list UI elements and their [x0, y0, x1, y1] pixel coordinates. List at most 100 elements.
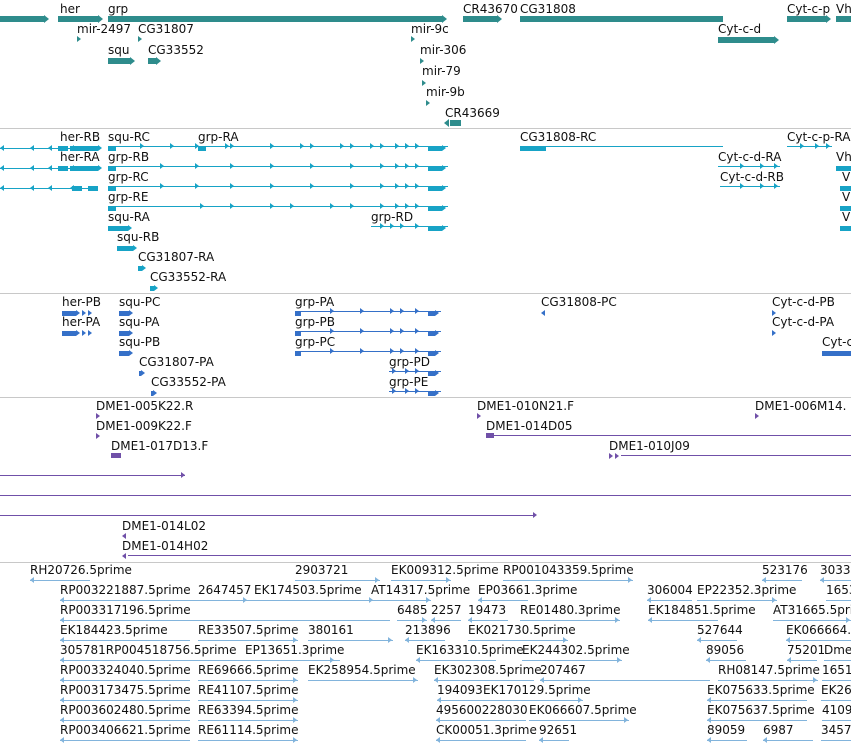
est-line[interactable]: [397, 620, 427, 621]
est-line[interactable]: [60, 600, 260, 601]
est-label[interactable]: 527644: [697, 623, 743, 637]
feature-label[interactable]: Cyt-c-d-RA: [718, 150, 782, 164]
est-label[interactable]: EK163310.5prime: [416, 643, 524, 657]
est-label[interactable]: EK075637.5prime: [707, 703, 815, 717]
est-line[interactable]: [416, 660, 496, 661]
est-label[interactable]: EK066607.5prime: [529, 703, 637, 717]
exon-block[interactable]: [836, 166, 851, 171]
est-label[interactable]: 89059: [707, 723, 746, 737]
est-line[interactable]: [405, 640, 445, 641]
feature-label[interactable]: grp-RE: [108, 190, 149, 204]
clone-line[interactable]: [0, 475, 185, 476]
est-label[interactable]: 89056: [706, 643, 745, 657]
exon-block[interactable]: [72, 186, 82, 191]
feature-label[interactable]: DME1-014D05: [486, 419, 573, 433]
est-line[interactable]: [786, 640, 851, 641]
est-line[interactable]: [434, 680, 534, 681]
gene-label[interactable]: mir-9c: [411, 22, 449, 36]
est-label[interactable]: RP001043359.5prime: [503, 563, 634, 577]
est-line[interactable]: [503, 580, 633, 581]
est-line[interactable]: [30, 580, 90, 581]
transcript-line[interactable]: [116, 166, 448, 167]
gene-label[interactable]: Cyt-c-d: [718, 22, 762, 36]
est-line[interactable]: [60, 620, 390, 621]
est-line[interactable]: [697, 600, 777, 601]
est-line[interactable]: [60, 720, 190, 721]
protein-line[interactable]: [301, 351, 441, 352]
clone-line[interactable]: [0, 515, 535, 516]
est-label[interactable]: 194093: [437, 683, 483, 697]
est-label[interactable]: EK170129.5prime: [483, 683, 591, 697]
clone-line[interactable]: [621, 455, 851, 456]
est-label[interactable]: RE61114.5prime: [198, 723, 299, 737]
feature-label[interactable]: CG31807-RA: [138, 250, 215, 264]
est-label[interactable]: 4109: [822, 703, 851, 717]
transcript-line[interactable]: [116, 186, 448, 187]
est-line[interactable]: [647, 600, 692, 601]
est-label[interactable]: RE69666.5prime: [198, 663, 299, 677]
exon-block[interactable]: [840, 206, 851, 211]
feature-label[interactable]: her-RA: [60, 150, 100, 164]
exon-block[interactable]: [119, 351, 129, 356]
clone-line[interactable]: [494, 435, 851, 436]
feature-label[interactable]: grp-RC: [108, 170, 149, 184]
exon-block[interactable]: [520, 146, 546, 151]
est-label[interactable]: 305781RP004518756.5prime: [60, 643, 237, 657]
est-label[interactable]: 213896: [405, 623, 451, 637]
est-line[interactable]: [820, 580, 851, 581]
gene-bar[interactable]: [787, 16, 826, 22]
gene-bar[interactable]: [520, 16, 723, 22]
gene-bar[interactable]: [108, 16, 442, 22]
transcript-line[interactable]: [371, 226, 448, 227]
est-line[interactable]: [718, 680, 818, 681]
gene-label[interactable]: grp: [108, 2, 129, 16]
est-label[interactable]: 207467: [540, 663, 586, 677]
est-label[interactable]: RP003173475.5prime: [60, 683, 191, 697]
exon-block[interactable]: [108, 166, 116, 171]
est-label[interactable]: EK184423.5prime: [60, 623, 168, 637]
gene-label[interactable]: CG33552: [148, 43, 204, 57]
gene-label[interactable]: mir-306: [420, 43, 467, 57]
est-line[interactable]: [787, 660, 817, 661]
gene-label[interactable]: mir-79: [422, 64, 461, 78]
gene-bar[interactable]: [0, 16, 44, 22]
est-label[interactable]: 6987: [763, 723, 794, 737]
est-label[interactable]: EK009312.5prime: [391, 563, 499, 577]
exon-block[interactable]: [108, 226, 128, 231]
est-label[interactable]: 2257: [431, 603, 462, 617]
exon-block[interactable]: [62, 331, 76, 336]
exon-block[interactable]: [151, 391, 153, 396]
exon-block[interactable]: [428, 351, 435, 356]
est-line[interactable]: [437, 700, 487, 701]
est-label[interactable]: CK00051.3prime: [436, 723, 537, 737]
est-line[interactable]: [540, 680, 710, 681]
transcript-line[interactable]: [206, 146, 448, 147]
feature-label[interactable]: her-RB: [60, 130, 101, 144]
exon-block[interactable]: [428, 226, 442, 231]
feature-label[interactable]: squ-PA: [119, 315, 160, 329]
exon-block[interactable]: [428, 371, 435, 376]
feature-label[interactable]: her-PB: [62, 295, 101, 309]
exon-block[interactable]: [840, 226, 851, 231]
est-line[interactable]: [706, 660, 746, 661]
est-label[interactable]: 19473: [468, 603, 507, 617]
est-line[interactable]: [198, 700, 298, 701]
exon-block[interactable]: [139, 371, 141, 376]
est-line[interactable]: [308, 680, 418, 681]
feature-label[interactable]: CG33552-RA: [150, 270, 227, 284]
exon-block[interactable]: [428, 391, 435, 396]
est-label[interactable]: 3033: [820, 563, 851, 577]
est-label[interactable]: 495600228030: [436, 703, 528, 717]
exon-block[interactable]: [108, 146, 116, 151]
est-label[interactable]: RP003324040.5prime: [60, 663, 191, 677]
gene-bar[interactable]: [148, 58, 156, 64]
gene-bar[interactable]: [450, 120, 461, 126]
est-line[interactable]: [198, 680, 298, 681]
est-label[interactable]: AT31665.5prime: [773, 603, 851, 617]
est-line[interactable]: [539, 740, 569, 741]
exon-block[interactable]: [70, 166, 98, 171]
est-label[interactable]: EK075633.5prime: [707, 683, 815, 697]
gene-label[interactable]: Cyt-c-p: [787, 2, 831, 16]
est-label[interactable]: EK244302.5prime: [522, 643, 630, 657]
est-line[interactable]: [391, 580, 451, 581]
